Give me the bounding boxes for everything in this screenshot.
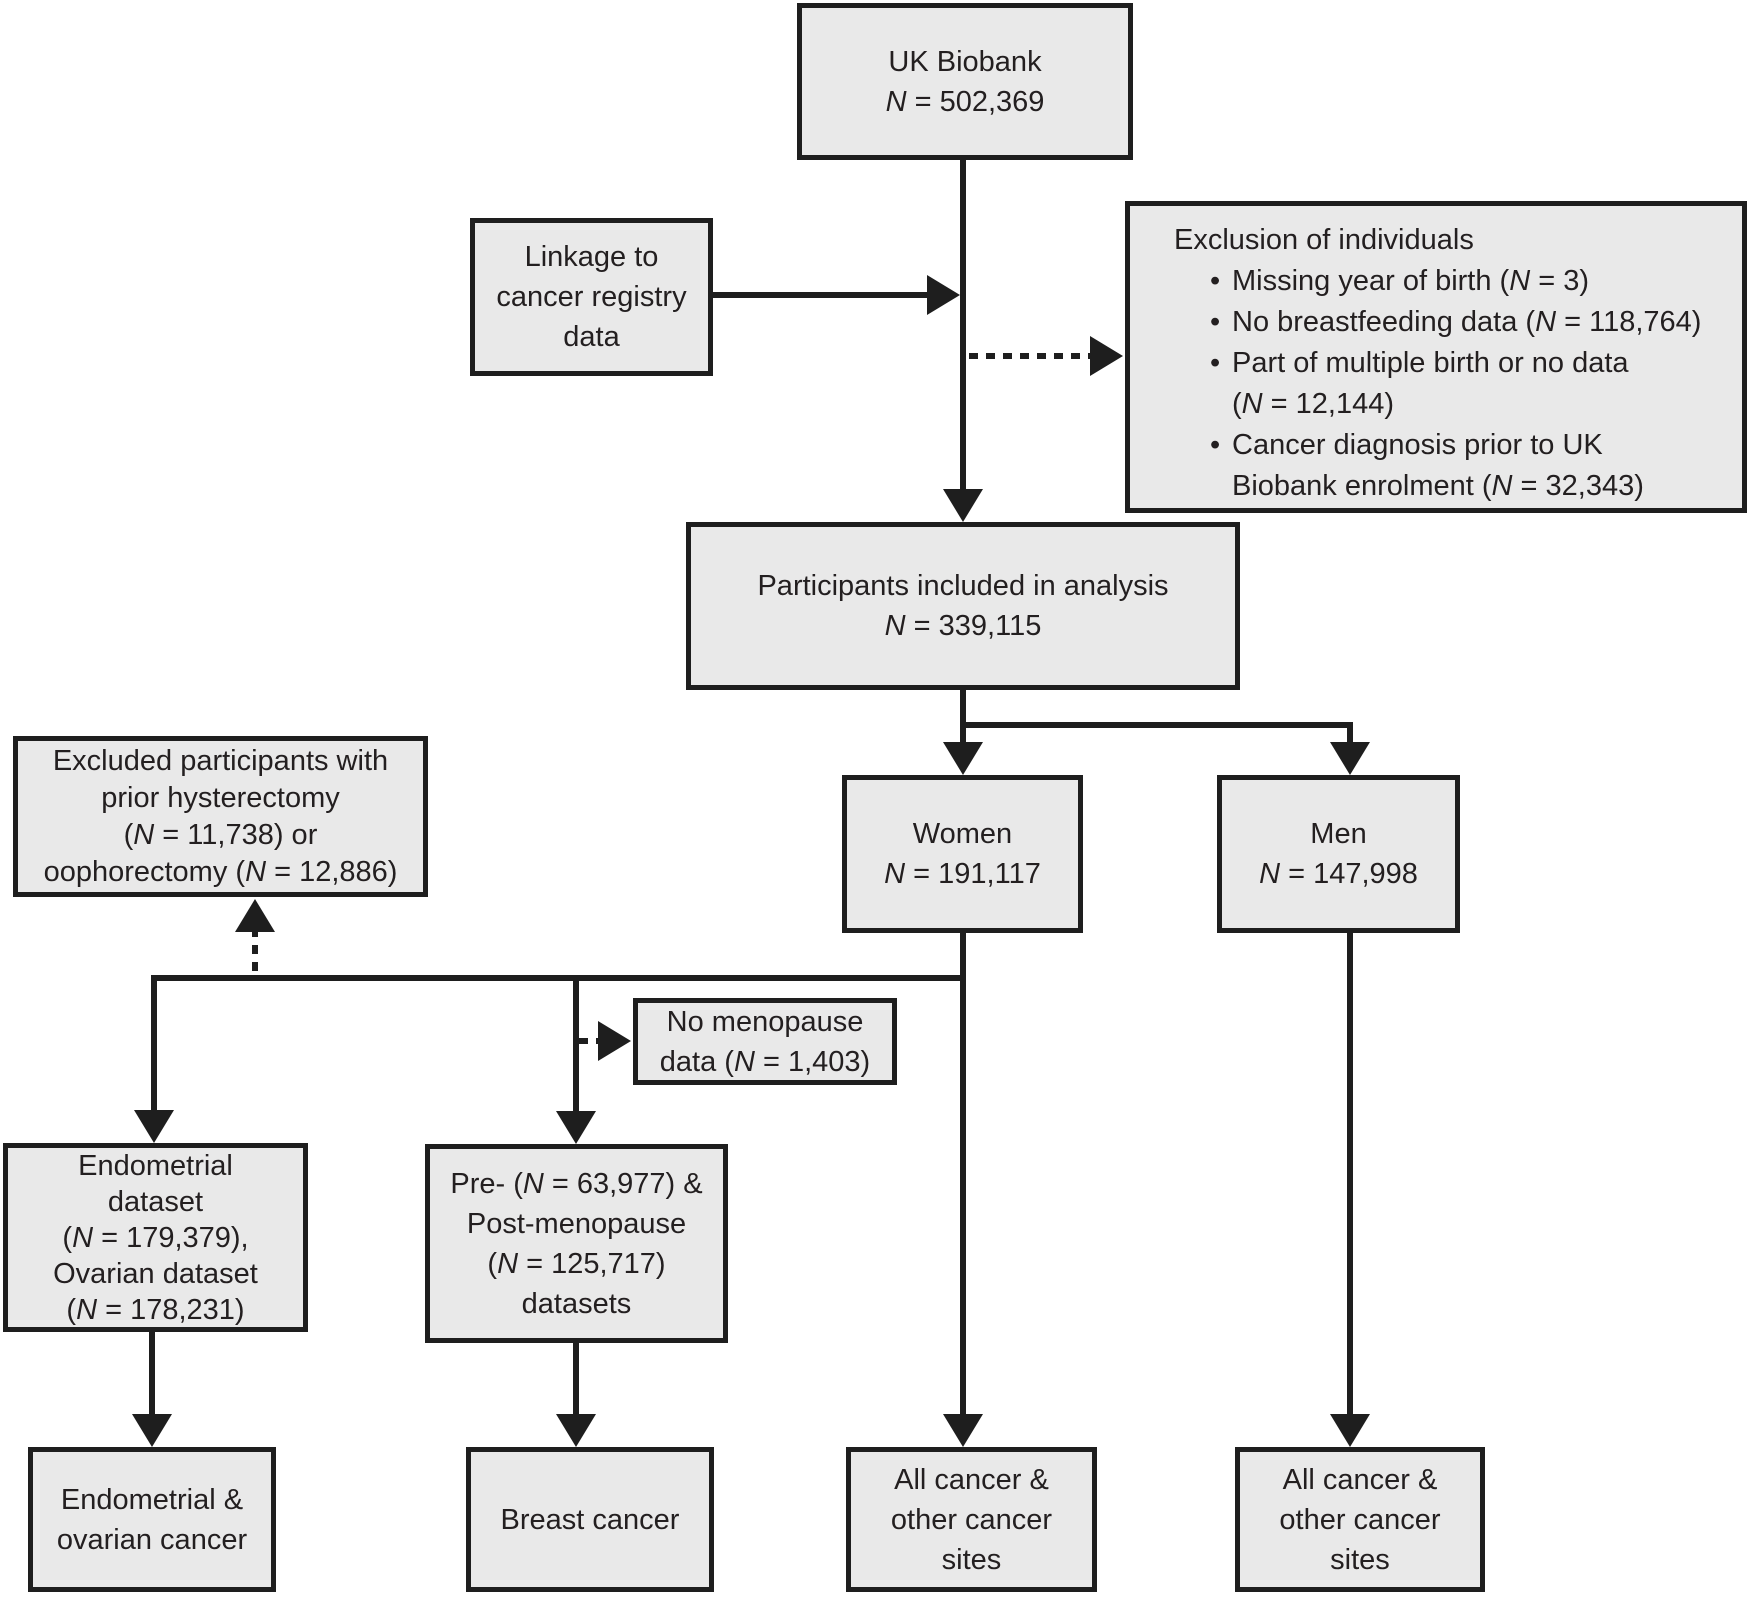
arrowhead-into-menopause-datasets (556, 1111, 596, 1144)
box-endometrial-ovarian-cancer: Endometrial &ovarian cancer (28, 1447, 276, 1592)
dotted-line-to-excluded-hysterectomy (252, 928, 258, 978)
stub-into-women (960, 722, 966, 746)
arrowhead-into-endometrial-dataset (134, 1110, 174, 1143)
stub-into-men (1347, 722, 1353, 746)
branch-line-women-men (960, 722, 1353, 728)
arrowhead-into-excluded-hysterectomy (235, 899, 275, 932)
line-men-to-all-cancer (1347, 933, 1353, 1417)
branch-line-women-datasets (151, 975, 963, 981)
arrowhead-into-men (1330, 742, 1370, 775)
line-participants-down (960, 688, 966, 728)
line-down-to-endometrial-dataset (151, 975, 157, 1112)
line-linkage-to-trunk (713, 292, 929, 298)
line-women-to-all-cancer (960, 933, 966, 1417)
exclusion-bullet-list: Missing year of birth (N = 3)No breastfe… (1174, 261, 1701, 507)
arrowhead-into-no-menopause (598, 1021, 631, 1061)
arrowhead-linkage-into-trunk (927, 275, 960, 315)
arrowhead-into-women (943, 742, 983, 775)
arrowhead-into-breast-cancer (556, 1414, 596, 1447)
line-ukbiobank-to-participants (960, 158, 966, 491)
line-down-to-menopause-datasets (573, 975, 579, 1113)
arrowhead-into-exclusions (1090, 336, 1123, 376)
line-menopause-to-breast (573, 1341, 579, 1416)
arrowhead-into-all-cancer-men (1330, 1414, 1370, 1447)
box-pre-post-menopause-datasets: Pre- (N = 63,977) &Post-menopause(N = 12… (425, 1144, 728, 1343)
line-endometrial-to-cancer (149, 1330, 155, 1416)
exclusion-title: Exclusion of individuals (1174, 224, 1474, 256)
box-exclusion-of-individuals: Exclusion of individuals Missing year of… (1125, 201, 1747, 513)
arrowhead-into-all-cancer-women (943, 1414, 983, 1447)
dotted-line-to-no-menopause (579, 1038, 601, 1044)
arrowhead-into-endo-ovarian-cancer (132, 1414, 172, 1447)
arrowhead-into-participants (943, 489, 983, 522)
box-breast-cancer: Breast cancer (466, 1447, 714, 1592)
dotted-line-to-exclusions (969, 353, 1092, 359)
